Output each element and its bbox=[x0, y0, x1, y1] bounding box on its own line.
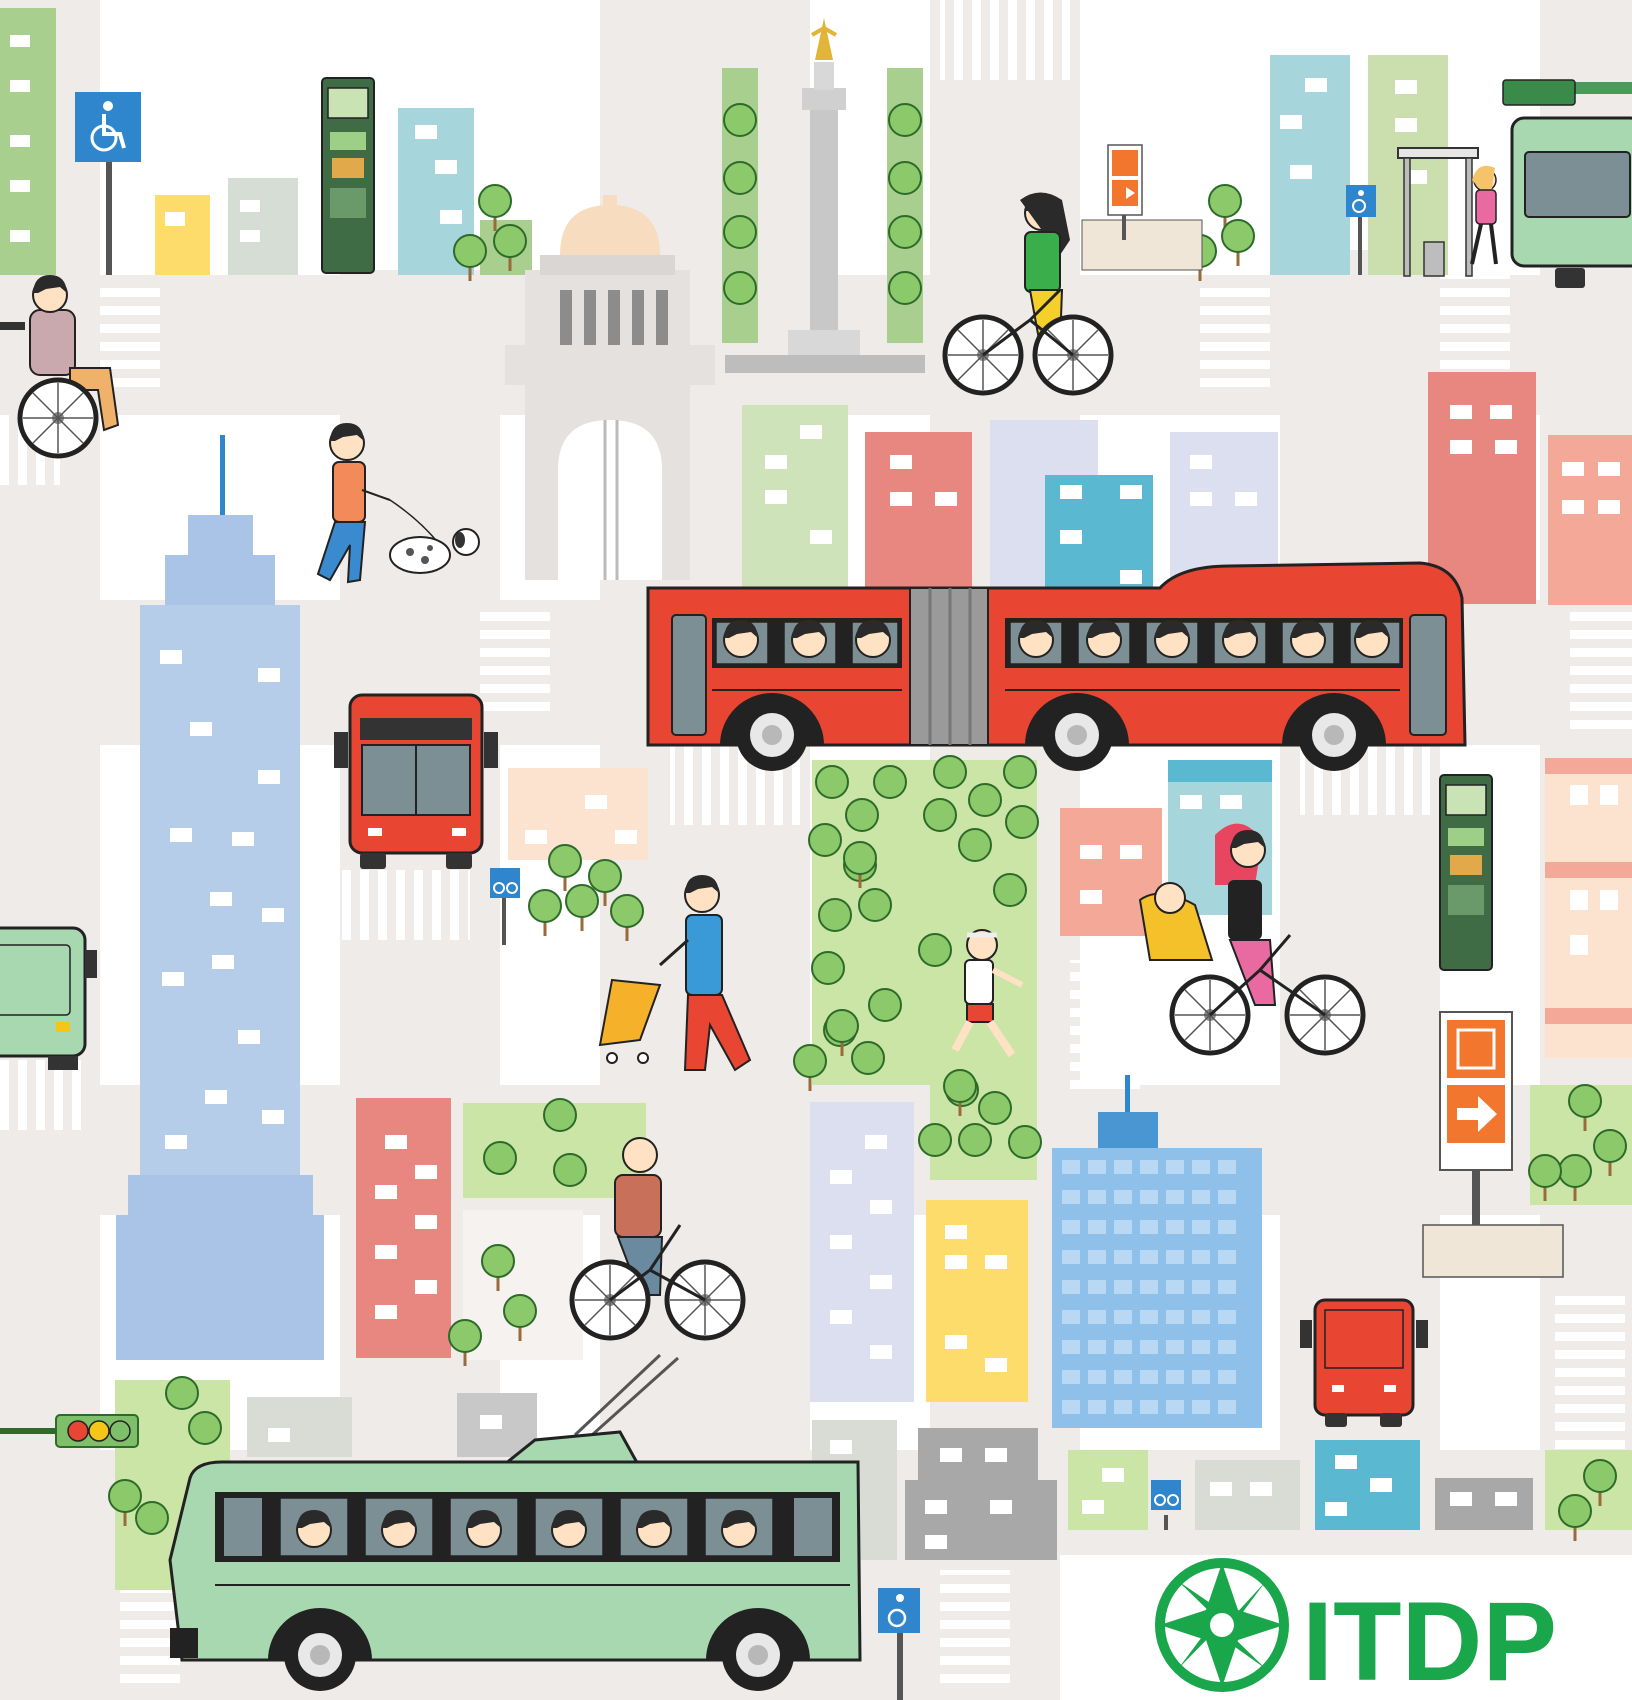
metro-sign-icon bbox=[1081, 144, 1203, 271]
red-bus-front bbox=[1300, 1298, 1428, 1427]
red-bus-front bbox=[334, 693, 498, 869]
person-jogging bbox=[951, 929, 1024, 1058]
monument-revolucion bbox=[505, 195, 715, 580]
bus-stop-sign bbox=[1502, 79, 1632, 106]
articulated-red-bus bbox=[646, 561, 1467, 771]
wheelchair-sign-icon bbox=[878, 1588, 920, 1700]
bicycle-sign-icon bbox=[490, 868, 520, 945]
latin-tower-building bbox=[116, 435, 324, 1360]
person-walking-dog bbox=[316, 422, 480, 584]
wheelchair-sign-icon bbox=[75, 92, 141, 275]
bus-shelter bbox=[1397, 147, 1479, 277]
person-cycling-green-shirt bbox=[945, 192, 1111, 394]
itdp-star-icon bbox=[1155, 1558, 1289, 1692]
person-wheelchair bbox=[0, 274, 120, 456]
bicycle-sign-icon bbox=[1151, 1480, 1181, 1530]
elderly-man-cycling bbox=[572, 1137, 743, 1338]
parking-meter-icon bbox=[1439, 774, 1493, 971]
woman-cycling-with-child bbox=[1138, 823, 1363, 1053]
metro-sign-icon bbox=[1422, 1011, 1564, 1278]
traffic-light-icon bbox=[0, 1414, 139, 1448]
green-bus-top-right bbox=[1510, 116, 1632, 288]
itdp-logo: ITDP bbox=[1060, 1555, 1632, 1700]
buildings-lower bbox=[115, 1075, 1632, 1590]
girl-at-bus-stop bbox=[1470, 165, 1498, 265]
wheelchair-sign-icon bbox=[1346, 185, 1376, 275]
logo-wordmark: ITDP bbox=[1302, 1579, 1557, 1700]
green-bus-left bbox=[0, 926, 97, 1070]
parking-meter-icon bbox=[321, 77, 375, 274]
person-pushing-stroller bbox=[598, 874, 752, 1072]
monument-angel-column bbox=[722, 18, 925, 373]
trolleybus bbox=[168, 1353, 862, 1691]
